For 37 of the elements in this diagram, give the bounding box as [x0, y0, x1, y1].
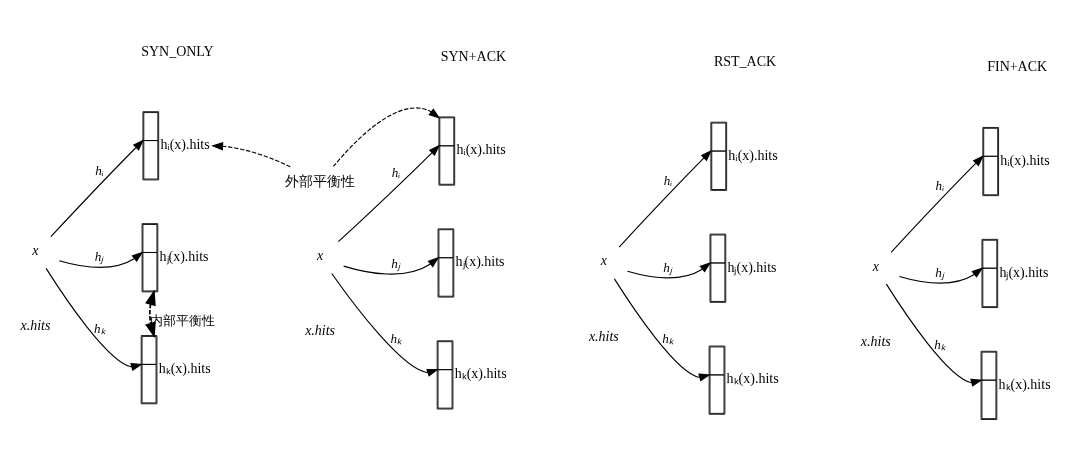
node-text: x: [600, 252, 607, 268]
node-label: hⱼ(x).hits: [159, 248, 209, 264]
edge-label: hᵢ: [391, 164, 401, 180]
label: FIN+ACK: [987, 58, 1048, 74]
edge-label: hⱼ: [94, 248, 104, 264]
node-label: hᵢ(x).hits: [1000, 152, 1050, 168]
label: SYN_ONLY: [141, 43, 214, 59]
node-label: hₖ(x).hits: [158, 360, 211, 376]
node-label: hᵢ(x).hits: [456, 141, 506, 157]
label: x.hits: [588, 328, 619, 344]
edge-label: hⱼ: [935, 264, 944, 280]
node-text: x: [872, 258, 879, 274]
node-label: hₖ(x).hits: [726, 370, 779, 386]
edge-label: hₖ: [93, 320, 106, 336]
label: RST_ACK: [713, 53, 777, 69]
node-text: x: [32, 242, 39, 258]
node-label: hᵢ(x).hits: [728, 147, 778, 163]
node-label: hₖ(x).hits: [454, 365, 507, 381]
node-label: hⱼ(x).hits: [455, 253, 505, 269]
edge-label: hₖ: [390, 330, 402, 346]
label: SYN+ACK: [440, 48, 507, 64]
node-label: hⱼ(x).hits: [727, 259, 777, 275]
node-label: hᵢ(x).hits: [160, 136, 210, 152]
edge-label: hⱼ: [391, 255, 400, 271]
node-label: hⱼ(x).hits: [999, 264, 1049, 280]
edge-label: hⱼ: [663, 259, 672, 275]
node-text: x: [316, 247, 324, 263]
edge-label: hᵢ: [935, 177, 945, 193]
label: x.hits: [305, 322, 336, 338]
node-text: 外部平衡性: [285, 173, 356, 189]
label: x.hits: [860, 333, 891, 349]
edge-label: hᵢ: [95, 162, 104, 178]
edge-label: hᵢ: [663, 172, 673, 188]
node-label: hₖ(x).hits: [998, 376, 1051, 392]
label: x.hits: [20, 317, 51, 333]
edge-label: hₖ: [934, 336, 946, 352]
edge-label: hₖ: [662, 330, 674, 346]
